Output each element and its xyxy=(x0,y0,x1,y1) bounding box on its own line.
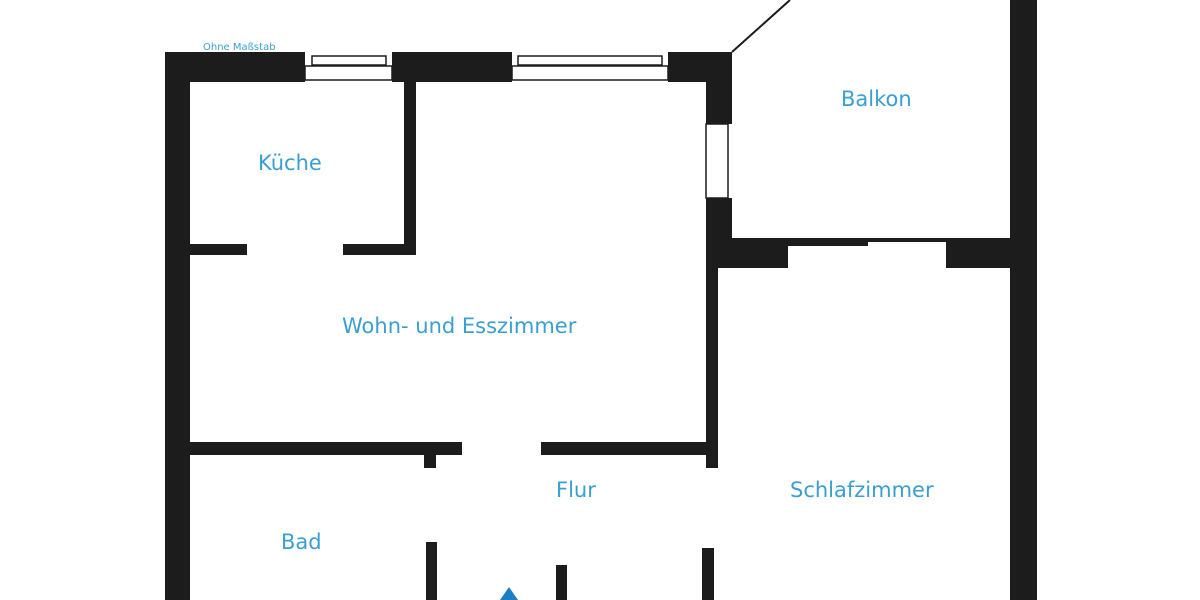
bad-right-wall xyxy=(426,542,437,600)
room-label-balkon: Balkon xyxy=(841,87,912,111)
kueche-right-wall xyxy=(404,82,416,254)
bedroom-top-wall-mid xyxy=(788,238,868,246)
window-balkon-door xyxy=(705,123,729,199)
balkon-diagonal xyxy=(731,0,791,53)
bad-wall-stub xyxy=(424,455,436,468)
room-label-schlafzimmer: Schlafzimmer xyxy=(790,478,934,502)
room-label-flur: Flur xyxy=(556,478,596,502)
flur-middle-wall xyxy=(556,565,567,600)
room-label-bad: Bad xyxy=(281,530,322,554)
window-wohnzimmer xyxy=(511,55,669,81)
living-bottom-wall-right xyxy=(541,442,718,455)
bedroom-top-wall-left xyxy=(720,238,788,268)
window-kueche xyxy=(304,55,393,81)
living-bedroom-wall xyxy=(706,268,718,468)
flur-right-wall xyxy=(702,548,714,600)
room-label-kueche: Küche xyxy=(258,151,322,175)
living-bottom-wall-left xyxy=(190,442,462,455)
bedroom-top-wall-right xyxy=(946,238,1012,268)
bedroom-top-wall-mid2 xyxy=(868,238,946,242)
entrance-arrow-icon xyxy=(500,587,518,600)
room-label-wohnzimmer: Wohn- und Esszimmer xyxy=(342,314,577,338)
living-right-wall-upper xyxy=(706,52,732,124)
scale-note: Ohne Maßstab xyxy=(203,42,276,53)
right-outer-wall xyxy=(1010,0,1037,600)
left-wall xyxy=(165,52,190,600)
kueche-bottom-wall-left xyxy=(190,244,247,255)
top-wall-middle xyxy=(392,52,512,82)
kueche-bottom-wall-right xyxy=(343,244,416,255)
